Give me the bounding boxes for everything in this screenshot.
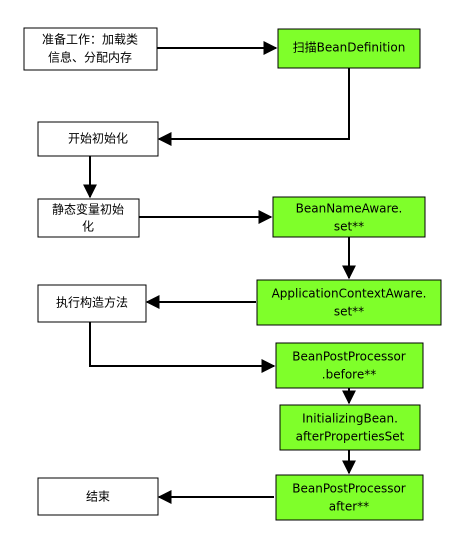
node-bpp-before-line-1: BeanPostProcessor bbox=[292, 350, 406, 364]
node-prep: 准备工作：加载类 信息、分配内存 bbox=[23, 27, 158, 71]
node-static-init-line-1: 静态变量初始 bbox=[52, 202, 124, 217]
node-initializing-bean: InitializingBean. afterPropertiesSet bbox=[279, 404, 421, 451]
node-prep-line-2: 信息、分配内存 bbox=[48, 50, 132, 65]
node-bpp-before: BeanPostProcessor .before** bbox=[275, 342, 424, 389]
node-bpp-after-line-2: after** bbox=[329, 500, 369, 514]
node-app-ctx-aware-line-2: set** bbox=[334, 305, 364, 319]
node-end: 结束 bbox=[37, 477, 159, 516]
node-bpp-after: BeanPostProcessor after** bbox=[275, 474, 424, 521]
node-bean-name-aware-line-1: BeanNameAware. bbox=[296, 202, 403, 216]
node-bean-name-aware-line-2: set** bbox=[334, 220, 364, 234]
node-bean-name-aware: BeanNameAware. set** bbox=[272, 196, 426, 238]
node-scan: 扫描BeanDefinition bbox=[277, 28, 421, 69]
edge-constructor-to-bpp-before bbox=[89, 322, 276, 373]
node-app-ctx-aware: ApplicationContextAware. set** bbox=[256, 279, 442, 326]
node-start-init-line-1: 开始初始化 bbox=[68, 132, 128, 146]
node-bpp-before-line-2: .before** bbox=[322, 368, 376, 382]
node-static-init-line-2: 化 bbox=[82, 220, 94, 234]
edge-scan-to-start-init bbox=[157, 68, 350, 146]
node-constructor: 执行构造方法 bbox=[37, 284, 147, 323]
node-initializing-bean-line-2: afterPropertiesSet bbox=[296, 430, 405, 444]
node-static-init: 静态变量初始 化 bbox=[37, 198, 140, 238]
edges bbox=[83, 41, 356, 504]
node-initializing-bean-line-1: InitializingBean. bbox=[302, 412, 398, 426]
node-app-ctx-aware-line-1: ApplicationContextAware. bbox=[272, 287, 427, 301]
node-end-line-1: 结束 bbox=[86, 490, 110, 504]
node-prep-line-1: 准备工作：加载类 bbox=[42, 33, 138, 47]
node-scan-line-1: 扫描BeanDefinition bbox=[293, 41, 406, 55]
node-bpp-after-line-1: BeanPostProcessor bbox=[292, 482, 406, 496]
node-start-init: 开始初始化 bbox=[37, 121, 159, 157]
node-constructor-line-1: 执行构造方法 bbox=[56, 295, 128, 310]
